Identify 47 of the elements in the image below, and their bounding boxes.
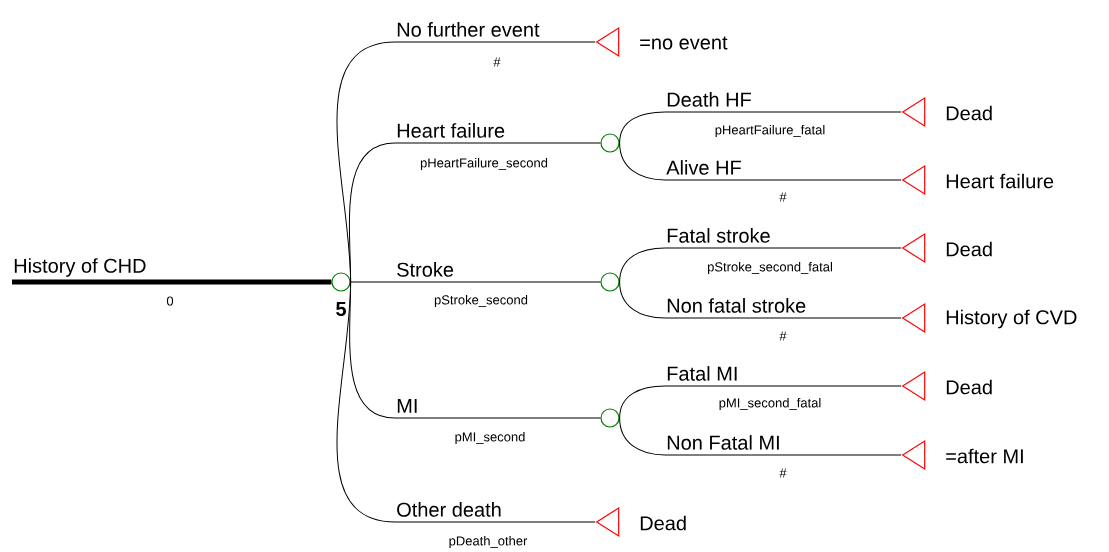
branch-label: History of CHD	[14, 258, 146, 277]
branch-label: Non fatal stroke	[667, 298, 806, 313]
branch-line	[12, 279, 332, 285]
branch-line	[619, 111, 902, 144]
chance-node	[600, 272, 620, 292]
outcome-label: Heart failure	[946, 173, 1054, 189]
branch-label: Other death	[397, 502, 501, 517]
branch-line	[619, 385, 902, 419]
branch-label: Non Fatal MI	[667, 435, 779, 450]
outcome-label: Dead	[946, 241, 992, 257]
probability-label: pHeartFailure_second	[420, 157, 548, 171]
branch-line	[619, 142, 902, 181]
probability-label: #	[779, 192, 787, 202]
probability-label: pMI_second	[455, 431, 525, 445]
branch-label: No further event	[397, 22, 540, 37]
branch-line	[619, 281, 902, 319]
probability-label: 0	[166, 296, 174, 306]
probability-label: pStroke_second_fatal	[707, 261, 832, 275]
branch-line	[350, 281, 601, 283]
branch-label: Fatal stroke	[667, 228, 770, 243]
branch-label: Fatal MI	[667, 366, 737, 381]
probability-label: pStroke_second	[434, 294, 528, 308]
branch-line	[619, 417, 902, 456]
outcome-label: History of CVD	[946, 309, 1077, 329]
branch-line	[619, 247, 902, 283]
branch-label: Stroke	[397, 262, 454, 277]
chance-node	[600, 408, 620, 428]
node-number: 5	[336, 302, 346, 316]
outcome-label: Dead	[640, 515, 686, 531]
chance-node	[331, 272, 351, 292]
branch-label: MI	[397, 399, 417, 413]
probability-label: pDeath_other	[449, 535, 528, 549]
probability-label: pHeartFailure_fatal	[715, 124, 825, 138]
branch-label: Heart failure	[397, 123, 505, 138]
outcome-label: Dead	[946, 105, 992, 121]
branch-line	[348, 142, 601, 283]
branch-label: Death HF	[667, 92, 751, 107]
outcome-label: =no event	[640, 36, 728, 50]
probability-label: #	[493, 57, 501, 67]
probability-label: #	[779, 468, 787, 478]
branch-label: Alive HF	[666, 160, 741, 175]
chance-node	[600, 133, 620, 153]
probability-label: pMI_second_fatal	[719, 397, 821, 411]
outcome-label: =after MI	[946, 448, 1023, 464]
probability-label: #	[779, 331, 787, 341]
branch-line	[336, 281, 596, 523]
outcome-label: Dead	[946, 379, 992, 395]
